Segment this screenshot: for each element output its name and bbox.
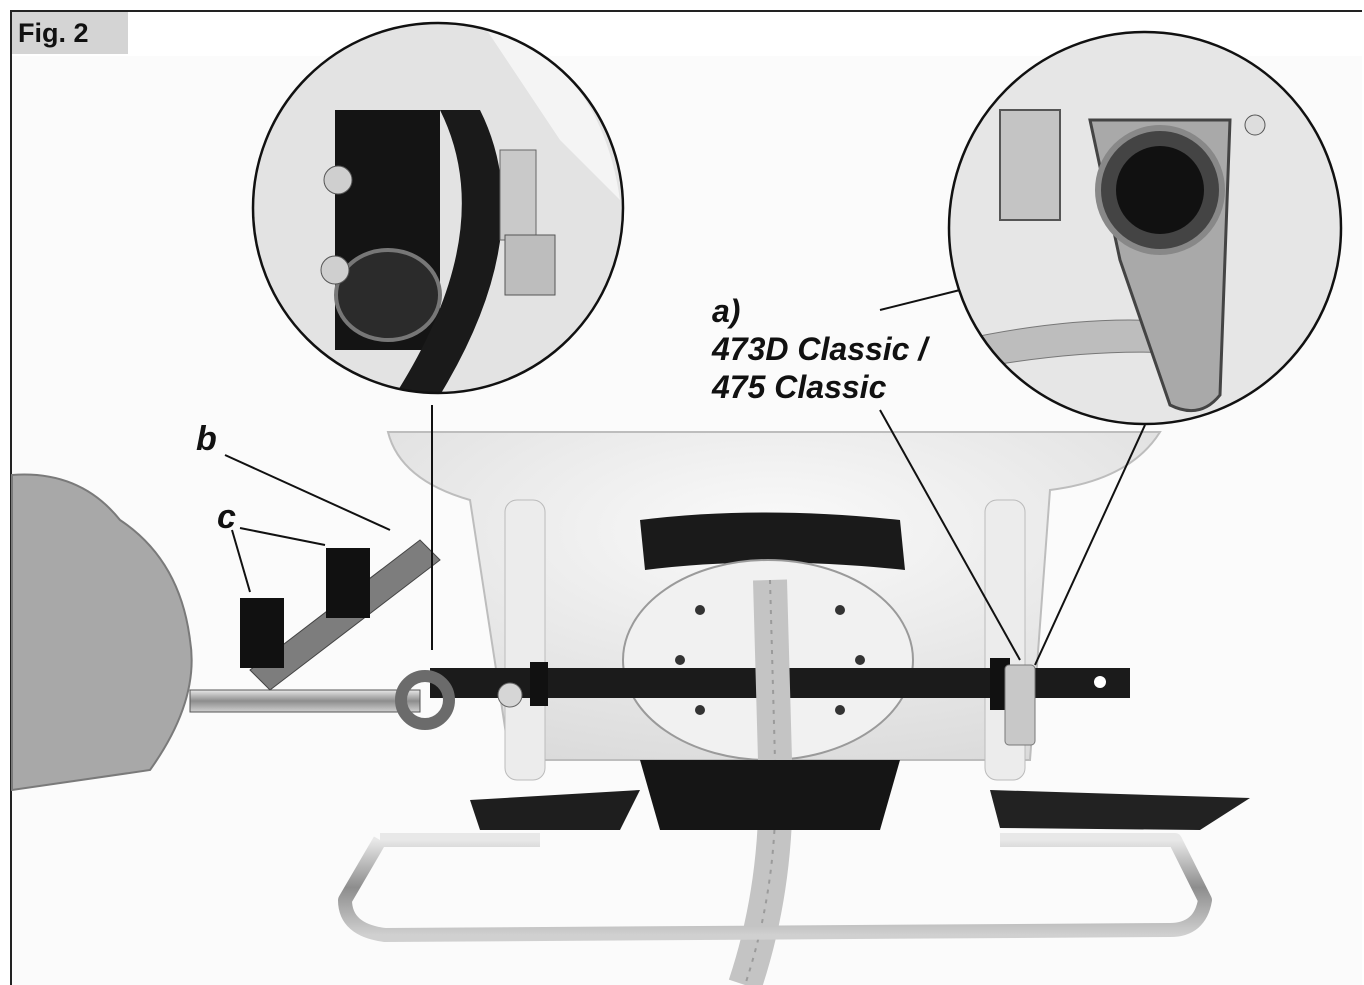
wrench-tool <box>189 670 523 730</box>
callout-b: b <box>196 420 217 458</box>
base-frame <box>338 833 1212 942</box>
callout-a-letter: a) <box>712 293 741 329</box>
callout-a-model-line2: 475 Classic <box>712 369 887 405</box>
pump-lever <box>240 539 441 691</box>
leader-lines <box>224 289 1146 666</box>
callout-a-model-line1: 473D Classic / <box>712 331 928 367</box>
callout-a: a) 473D Classic / 475 Classic <box>712 292 927 406</box>
carrying-straps <box>470 760 1250 830</box>
detail-inset-left <box>251 21 625 395</box>
gloved-hand <box>11 473 193 792</box>
callout-c: c <box>217 498 236 536</box>
figure-label: Fig. 2 <box>12 12 128 54</box>
detail-inset-right <box>947 30 1343 426</box>
